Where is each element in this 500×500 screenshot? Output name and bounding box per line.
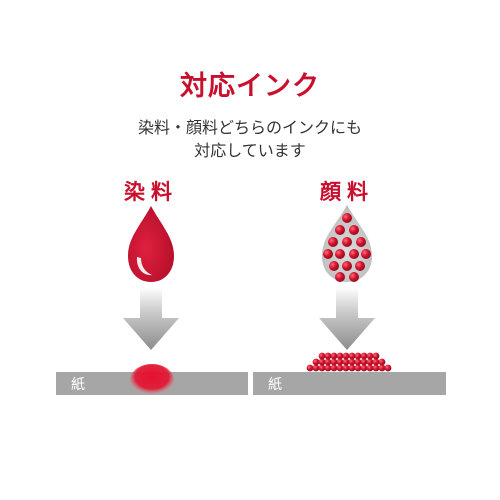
pigment-label: 顔料 bbox=[320, 180, 374, 204]
pigment-particle bbox=[348, 358, 356, 366]
pigment-particle bbox=[306, 364, 314, 372]
pigment-particle bbox=[312, 364, 320, 372]
pigment-particle bbox=[335, 225, 345, 235]
pigment-particle bbox=[356, 237, 366, 247]
pigment-particle bbox=[354, 358, 362, 366]
dye-stain bbox=[130, 364, 174, 396]
pigment-particle bbox=[342, 364, 350, 372]
pigment-particle bbox=[330, 364, 338, 372]
pigment-particle bbox=[335, 249, 345, 259]
subtitle-line-2: 対応しています bbox=[194, 141, 306, 160]
pigment-particle bbox=[318, 364, 326, 372]
pigment-particles bbox=[306, 352, 392, 372]
pigment-particle bbox=[324, 364, 332, 372]
subtitle: 染料・顔料どちらのインクにも 対応しています bbox=[0, 116, 500, 162]
pigment-particle bbox=[384, 364, 392, 372]
pigment-particle bbox=[349, 249, 359, 259]
pigment-particle bbox=[349, 272, 359, 282]
pigment-particle bbox=[348, 352, 356, 360]
pigment-particle bbox=[378, 358, 386, 366]
pigment-particle bbox=[336, 364, 344, 372]
pigment-particle bbox=[360, 358, 368, 366]
pigment-particle bbox=[342, 213, 352, 223]
pigment-particle bbox=[324, 358, 332, 366]
pigment-particle bbox=[372, 364, 380, 372]
pigment-particle bbox=[360, 364, 368, 372]
pigment-particle bbox=[312, 358, 320, 366]
pigment-particle bbox=[349, 225, 359, 235]
pigment-particle bbox=[323, 249, 333, 259]
subtitle-line-1: 染料・顔料どちらのインクにも bbox=[137, 118, 362, 137]
pigment-particle bbox=[342, 352, 350, 360]
dye-label: 染料 bbox=[124, 180, 178, 204]
pigment-particle bbox=[354, 364, 362, 372]
pigment-particle bbox=[342, 261, 352, 271]
pigment-particle bbox=[378, 364, 386, 372]
pigment-paper bbox=[253, 372, 446, 395]
dye-arrow-icon bbox=[123, 287, 179, 350]
pigment-particle bbox=[329, 261, 339, 271]
pigment-particle bbox=[330, 352, 338, 360]
dye-paper-label-wrap: 紙 bbox=[56, 372, 248, 395]
pigment-particle bbox=[342, 358, 350, 366]
pigment-particle bbox=[336, 352, 344, 360]
pigment-particle bbox=[324, 352, 332, 360]
pigment-particle bbox=[366, 358, 374, 366]
pigment-particle bbox=[348, 364, 356, 372]
pigment-particle bbox=[354, 352, 362, 360]
pigment-particle bbox=[328, 237, 338, 247]
pigment-particle bbox=[361, 249, 371, 259]
pigment-particle bbox=[336, 358, 344, 366]
pigment-arrow-icon bbox=[319, 287, 375, 350]
pigment-paper-label-wrap: 紙 bbox=[253, 372, 446, 395]
pigment-particle bbox=[335, 272, 345, 282]
pigment-particle bbox=[360, 352, 368, 360]
pigment-paper-label: 紙 bbox=[268, 377, 282, 393]
dye-drop-icon bbox=[128, 206, 174, 282]
pigment-particle bbox=[372, 352, 380, 360]
pigment-drop-icon bbox=[322, 205, 372, 282]
page-title: 対応インク bbox=[180, 71, 320, 102]
pigment-particle bbox=[366, 364, 374, 372]
pigment-particle bbox=[318, 352, 326, 360]
pigment-particle bbox=[366, 352, 374, 360]
pigment-particle bbox=[355, 261, 365, 271]
pigment-particle bbox=[330, 358, 338, 366]
pigment-particle bbox=[318, 358, 326, 366]
dye-paper-label: 紙 bbox=[71, 377, 85, 393]
pigment-particle bbox=[372, 358, 380, 366]
pigment-particle bbox=[342, 237, 352, 247]
